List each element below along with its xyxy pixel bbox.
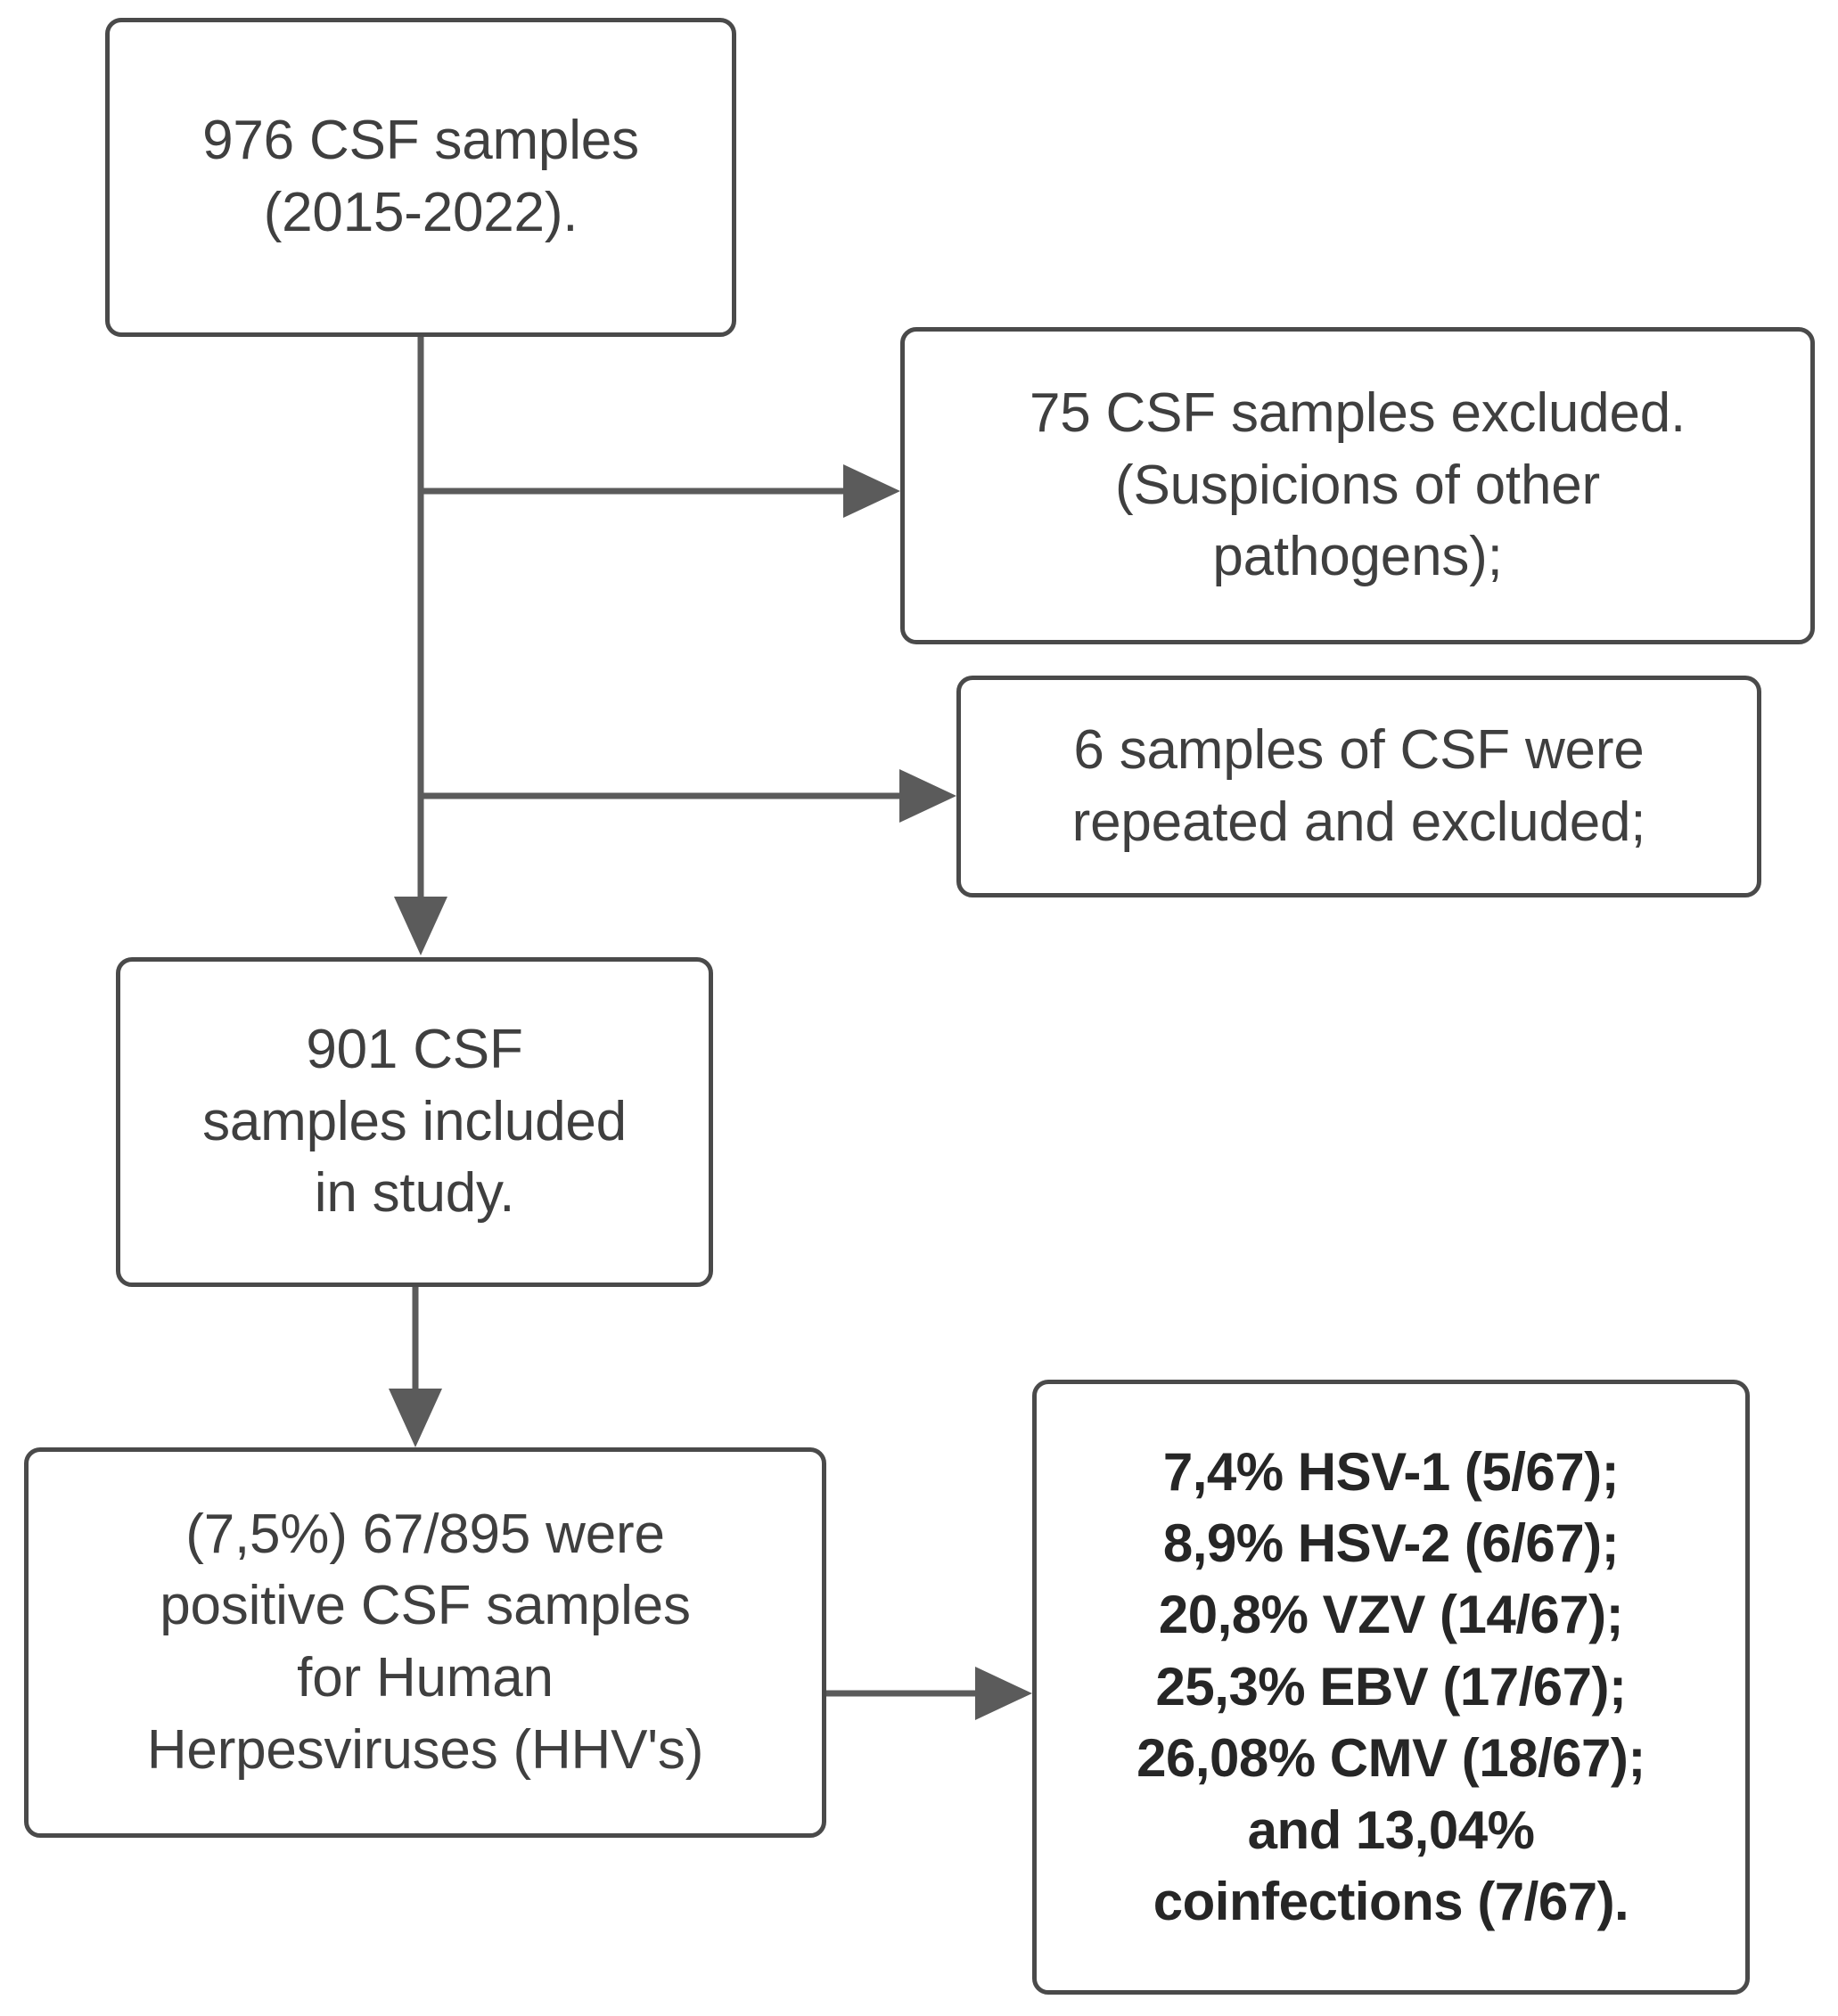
edge-positive-to-results <box>826 1667 1032 1720</box>
repeated-samples-label: 6 samples of CSF were repeated and exclu… <box>1071 718 1646 853</box>
included-samples-label: 901 CSF samples included in study. <box>202 1019 627 1225</box>
virus-breakdown-label: 7,4% HSV-1 (5/67); 8,9% HSV-2 (6/67); 20… <box>1136 1441 1645 1931</box>
source-samples-label: 976 CSF samples (2015-2022). <box>202 110 639 243</box>
repeated-samples-box: 6 samples of CSF were repeated and exclu… <box>956 676 1761 897</box>
edge-source-to-included <box>394 337 447 955</box>
edge-included-to-positive <box>389 1287 442 1447</box>
edge-source-to-excluded <box>421 464 900 518</box>
edge-source-to-repeated <box>421 769 956 823</box>
positive-samples-label: (7,5%) 67/895 were positive CSF samples … <box>146 1503 704 1781</box>
excluded-samples-label: 75 CSF samples excluded. (Suspicions of … <box>1029 382 1686 588</box>
included-samples-box: 901 CSF samples included in study. <box>116 957 713 1287</box>
excluded-samples-box: 75 CSF samples excluded. (Suspicions of … <box>900 327 1815 644</box>
positive-samples-box: (7,5%) 67/895 were positive CSF samples … <box>24 1447 826 1838</box>
source-samples-box: 976 CSF samples (2015-2022). <box>105 18 736 337</box>
virus-breakdown-box: 7,4% HSV-1 (5/67); 8,9% HSV-2 (6/67); 20… <box>1032 1380 1750 1995</box>
